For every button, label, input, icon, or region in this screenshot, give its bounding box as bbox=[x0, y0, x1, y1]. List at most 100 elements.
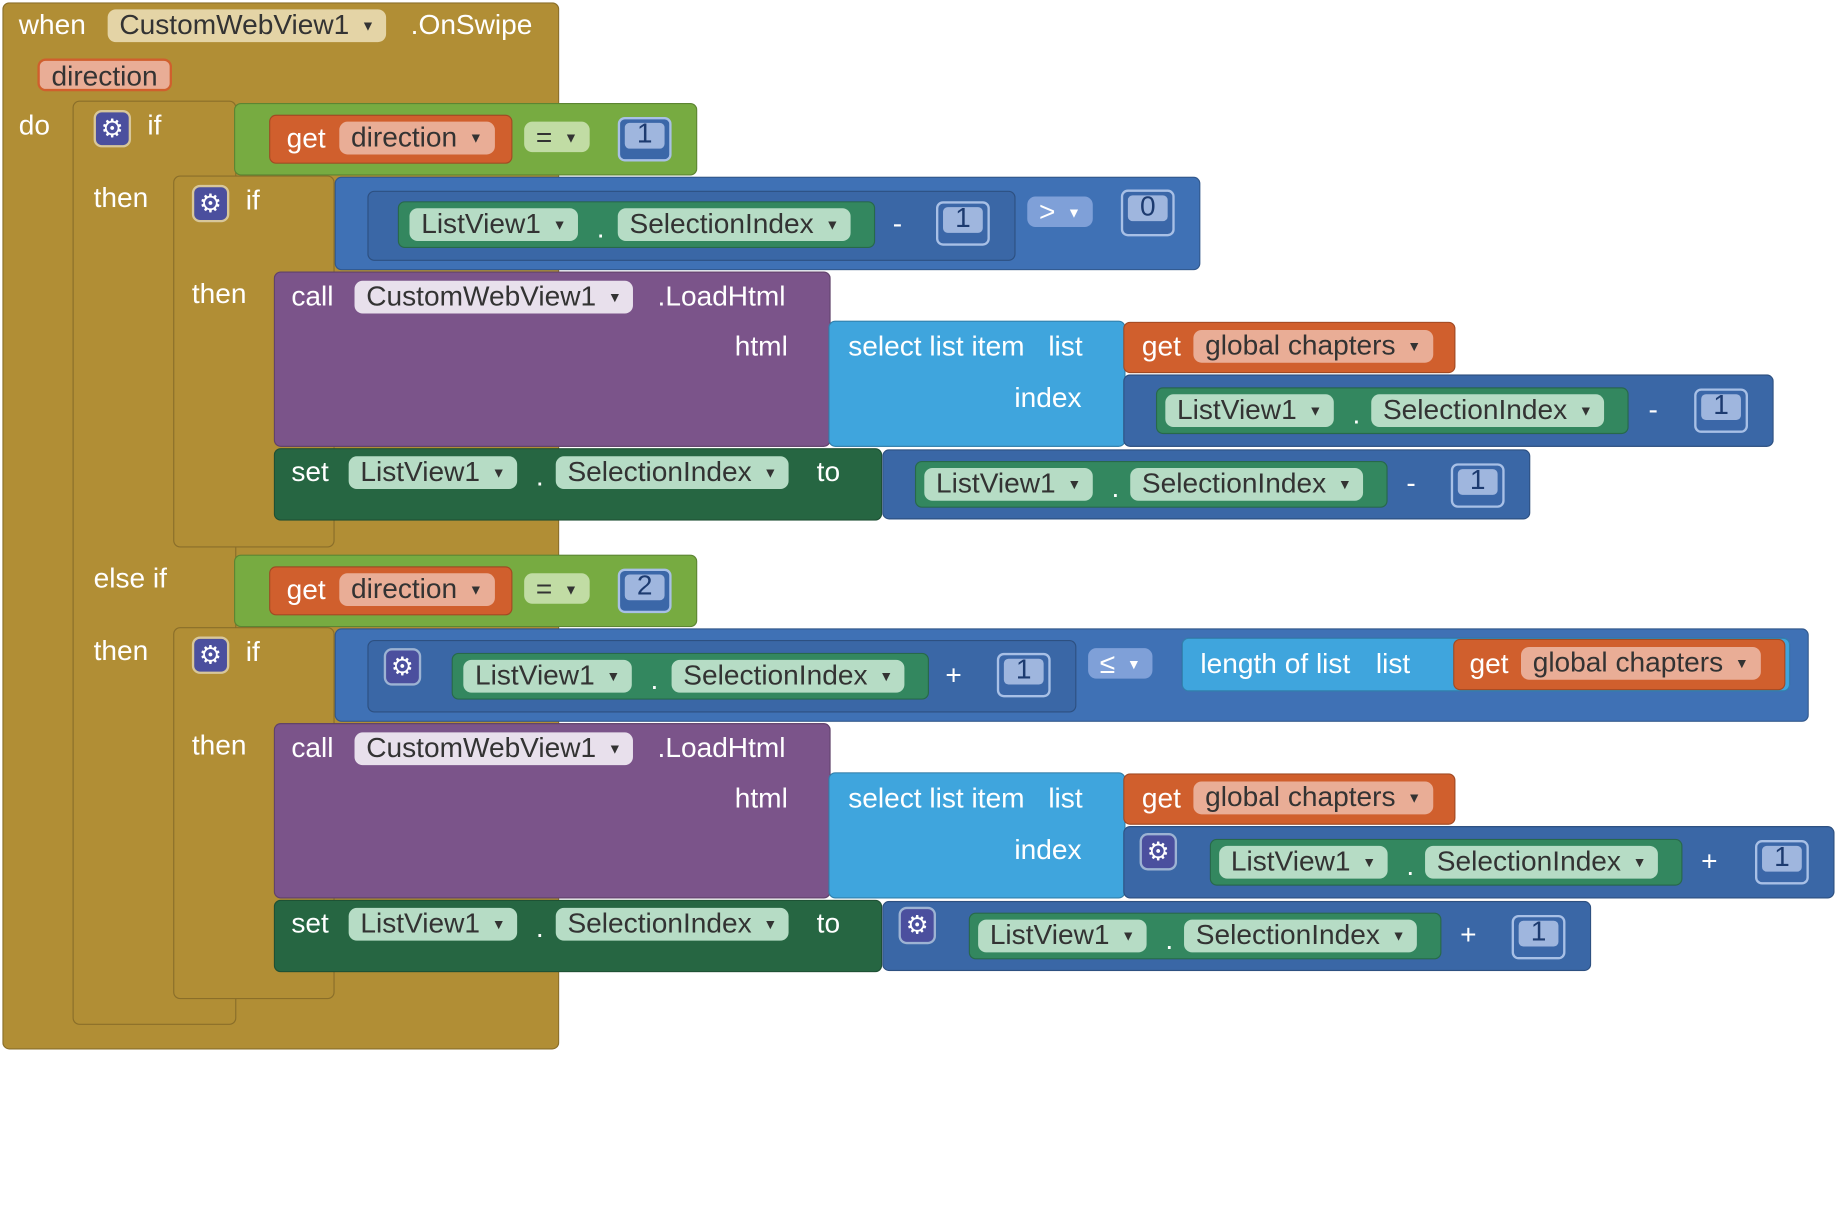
number-block[interactable]: 1 bbox=[935, 201, 990, 246]
do-label: do bbox=[18, 109, 50, 142]
component-name: CustomWebView1 bbox=[366, 732, 597, 765]
property-name: SelectionIndex bbox=[567, 907, 752, 940]
dot-label: . bbox=[1165, 924, 1174, 956]
dot-label: . bbox=[596, 212, 605, 245]
op-label: = bbox=[535, 121, 553, 154]
var-dropdown[interactable]: global chapters ▼ bbox=[1521, 647, 1761, 680]
number-block[interactable]: 1 bbox=[1450, 463, 1505, 508]
component-name: ListView1 bbox=[360, 907, 481, 940]
component-name: ListView1 bbox=[360, 456, 481, 488]
inner-if-label-2: if bbox=[245, 636, 260, 669]
chevron-down-icon: ▼ bbox=[1067, 204, 1081, 222]
component-dropdown[interactable]: ListView1▼ bbox=[463, 659, 633, 693]
call-label: call bbox=[291, 280, 334, 313]
select-list-item-block-1[interactable] bbox=[828, 320, 1126, 447]
component-dropdown[interactable]: ListView1▼ bbox=[409, 208, 579, 242]
chevron-down-icon: ▼ bbox=[606, 668, 621, 685]
select-list-item-block-2[interactable] bbox=[828, 772, 1126, 899]
get-label: get bbox=[286, 122, 326, 155]
property-dropdown[interactable]: SelectionIndex▼ bbox=[1184, 919, 1418, 953]
param-direction[interactable]: direction bbox=[37, 58, 172, 92]
var-dropdown-1[interactable]: direction▼ bbox=[339, 121, 495, 155]
component-name: ListView1 bbox=[935, 467, 1056, 500]
event-component-dropdown[interactable]: CustomWebView1▼ bbox=[107, 9, 387, 43]
set-label: set bbox=[291, 907, 329, 940]
mutator-gear-icon[interactable]: ⚙ bbox=[95, 112, 129, 146]
property-dropdown[interactable]: SelectionIndex▼ bbox=[555, 907, 789, 941]
mutator-gear-icon[interactable]: ⚙ bbox=[1141, 835, 1175, 869]
property-dropdown[interactable]: SelectionIndex▼ bbox=[671, 659, 905, 693]
chevron-down-icon: ▼ bbox=[1578, 402, 1593, 419]
op-dropdown-gt[interactable]: >▼ bbox=[1027, 196, 1093, 229]
property-dropdown[interactable]: SelectionIndex▼ bbox=[617, 208, 851, 242]
event-name-label: .OnSwipe bbox=[410, 9, 533, 41]
chevron-down-icon: ▼ bbox=[1362, 854, 1377, 871]
number-block-2[interactable]: 2 bbox=[617, 568, 672, 614]
chevron-down-icon: ▼ bbox=[825, 216, 840, 233]
html-label: html bbox=[734, 331, 788, 363]
chevron-down-icon: ▼ bbox=[1734, 655, 1749, 672]
property-name: SelectionIndex bbox=[1436, 845, 1621, 878]
component-dropdown[interactable]: ListView1▼ bbox=[978, 919, 1147, 953]
component-name: CustomWebView1 bbox=[366, 280, 597, 313]
method-label: .LoadHtml bbox=[657, 280, 786, 313]
var-dropdown-2[interactable]: direction▼ bbox=[339, 573, 495, 607]
number-block[interactable]: 1 bbox=[996, 652, 1051, 698]
var-name: direction bbox=[351, 573, 458, 605]
select-list-item-label: select list item bbox=[848, 331, 1025, 363]
property-dropdown[interactable]: SelectionIndex▼ bbox=[1371, 394, 1605, 428]
var-dropdown[interactable]: global chapters▼ bbox=[1193, 329, 1433, 363]
mutator-gear-icon[interactable]: ⚙ bbox=[900, 909, 934, 942]
component-dropdown[interactable]: CustomWebView1▼ bbox=[354, 732, 634, 766]
chevron-down-icon: ▼ bbox=[468, 129, 483, 147]
minus-label: - bbox=[892, 208, 903, 240]
mutator-gear-icon[interactable]: ⚙ bbox=[194, 638, 227, 672]
chevron-down-icon: ▼ bbox=[1121, 927, 1136, 945]
method-label: .LoadHtml bbox=[657, 732, 786, 765]
op-dropdown-1[interactable]: =▼ bbox=[524, 121, 590, 154]
component-dropdown[interactable]: ListView1 ▼ bbox=[924, 467, 1093, 501]
op-dropdown-2[interactable]: =▼ bbox=[524, 573, 590, 605]
property-name: SelectionIndex bbox=[1141, 467, 1327, 500]
component-dropdown[interactable]: ListView1▼ bbox=[1219, 845, 1388, 879]
index-label: index bbox=[1014, 382, 1082, 415]
op-dropdown-le[interactable]: ≤▼ bbox=[1088, 648, 1153, 680]
mutator-gear-icon[interactable]: ⚙ bbox=[386, 650, 419, 684]
dot-label: . bbox=[535, 912, 544, 945]
property-dropdown[interactable]: SelectionIndex▼ bbox=[555, 456, 789, 490]
chevron-down-icon: ▼ bbox=[563, 581, 578, 598]
var-name: global chapters bbox=[1532, 647, 1724, 679]
mutator-gear-icon[interactable]: ⚙ bbox=[194, 187, 227, 220]
component-dropdown[interactable]: CustomWebView1▼ bbox=[354, 280, 634, 314]
when-label: when bbox=[18, 9, 86, 41]
chevron-down-icon: ▼ bbox=[563, 129, 578, 147]
dot-label: . bbox=[650, 664, 659, 697]
number-block[interactable]: 1 bbox=[1754, 840, 1809, 885]
set-label: set bbox=[291, 456, 329, 488]
property-dropdown[interactable]: SelectionIndex▼ bbox=[1130, 467, 1364, 501]
number-block[interactable]: 1 bbox=[1694, 388, 1748, 433]
chevron-down-icon: ▼ bbox=[763, 464, 778, 481]
property-dropdown[interactable]: SelectionIndex▼ bbox=[1425, 845, 1659, 879]
number-value: 1 bbox=[1518, 918, 1559, 947]
number-block-1[interactable]: 1 bbox=[617, 116, 672, 162]
component-name: ListView1 bbox=[421, 208, 541, 240]
length-of-list-label: length of list bbox=[1200, 648, 1351, 680]
component-dropdown[interactable]: ListView1 ▼ bbox=[1165, 394, 1335, 428]
number-block[interactable]: 0 bbox=[1120, 189, 1175, 237]
component-name: ListView1 bbox=[1177, 394, 1297, 426]
var-dropdown[interactable]: global chapters▼ bbox=[1193, 781, 1433, 815]
chevron-down-icon: ▼ bbox=[1067, 476, 1082, 493]
component-dropdown[interactable]: ListView1▼ bbox=[348, 456, 518, 490]
component-dropdown[interactable]: ListView1▼ bbox=[348, 907, 518, 941]
number-block[interactable]: 1 bbox=[1511, 914, 1566, 960]
select-list-item-label: select list item bbox=[848, 782, 1025, 815]
chevron-down-icon: ▼ bbox=[1308, 402, 1323, 419]
op-label: > bbox=[1038, 196, 1056, 229]
number-value: 1 bbox=[1003, 656, 1044, 685]
to-label: to bbox=[816, 907, 841, 940]
get-label: get bbox=[1141, 782, 1181, 815]
number-value: 1 bbox=[943, 204, 983, 233]
op-label: ≤ bbox=[1099, 648, 1116, 680]
